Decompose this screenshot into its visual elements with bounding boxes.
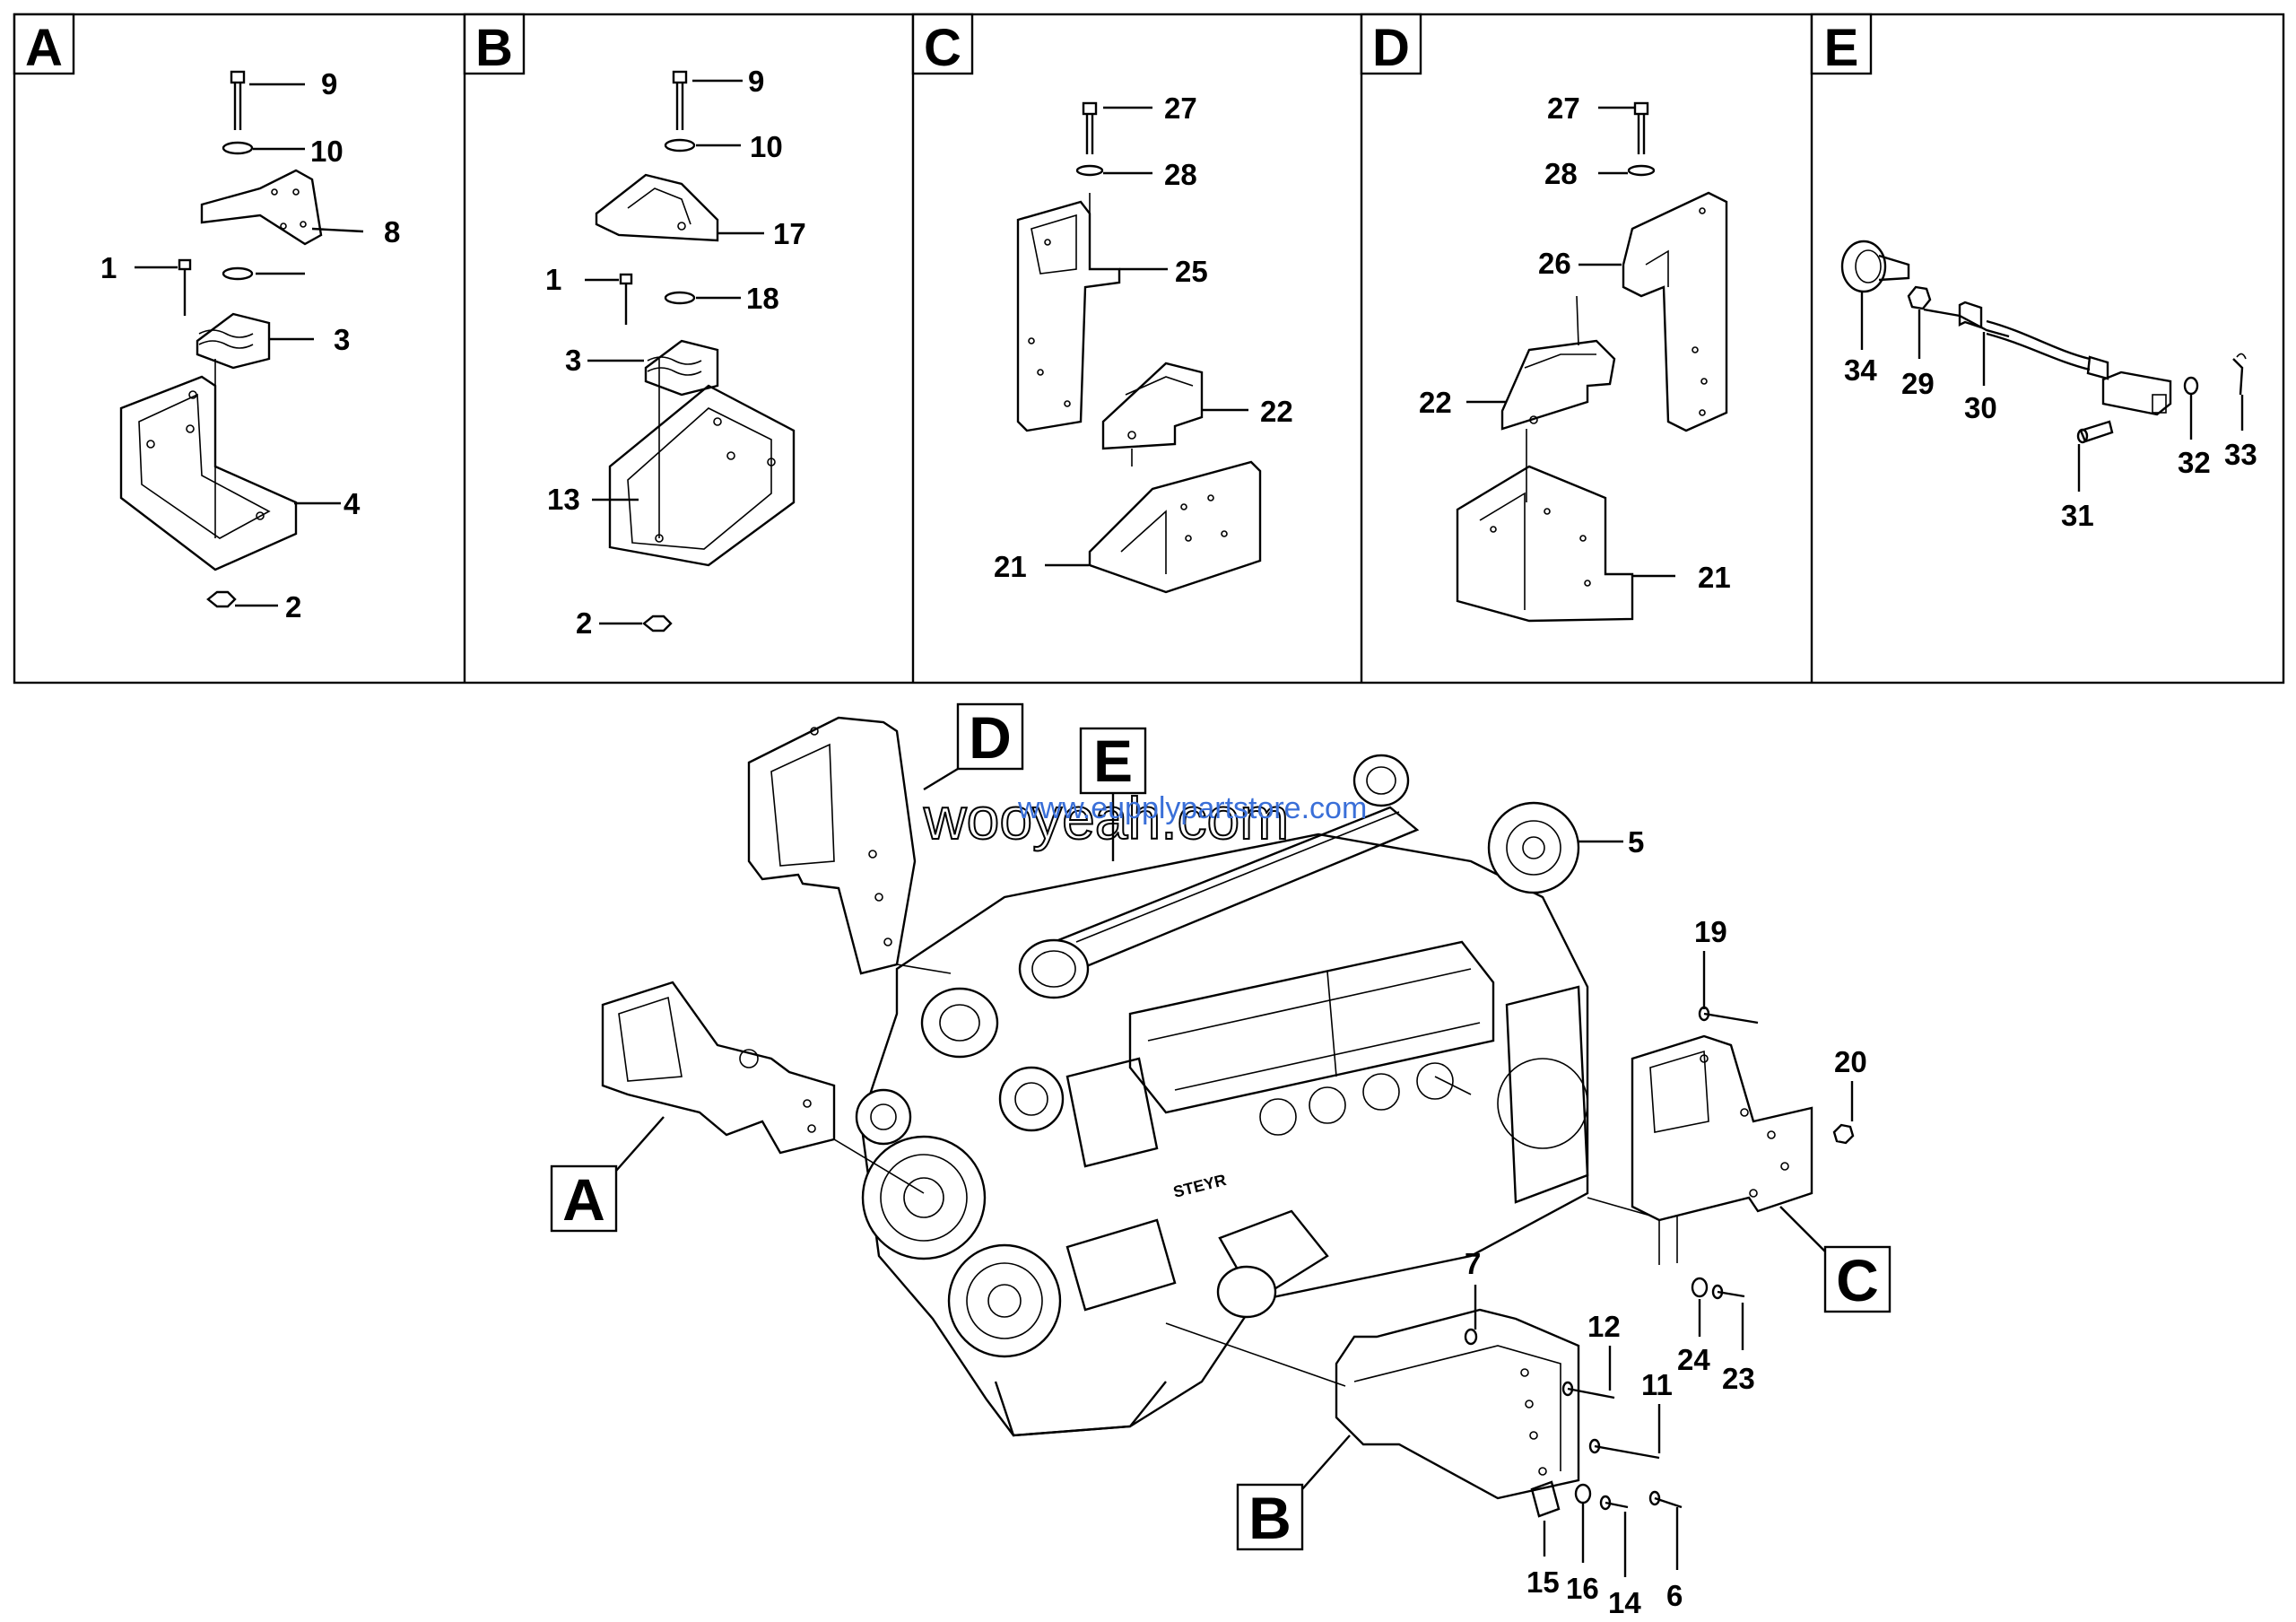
label-14: 14 — [1608, 1586, 1641, 1619]
label-10: 10 — [750, 130, 783, 163]
label-21: 21 — [1698, 561, 1731, 594]
label-25: 25 — [1175, 255, 1208, 288]
panel-frames — [13, 13, 2285, 685]
watermark: wooyeah.com www.eupplypartstore.com — [922, 784, 1367, 852]
label-24: 24 — [1677, 1343, 1710, 1376]
label-15: 15 — [1526, 1565, 1560, 1599]
label-6: 6 — [1666, 1579, 1683, 1612]
label-22: 22 — [1419, 386, 1452, 419]
label-8: 8 — [384, 215, 400, 249]
label-23: 23 — [1722, 1362, 1755, 1395]
label-20: 20 — [1834, 1045, 1867, 1078]
main-labels: 5 19 20 7 12 24 23 11 15 16 14 6 — [1465, 825, 1867, 1619]
label-22: 22 — [1260, 395, 1293, 428]
label-30: 30 — [1964, 391, 1997, 424]
panel-e: E 34 29 30 31 32 33 — [1810, 13, 2257, 532]
label-3: 3 — [565, 344, 581, 377]
label-3: 3 — [334, 323, 350, 356]
label-1: 1 — [100, 251, 117, 284]
panel-a-letter: A — [25, 19, 63, 77]
label-34: 34 — [1844, 353, 1877, 387]
label-26: 26 — [1538, 247, 1571, 280]
callout-d: D — [969, 704, 1012, 771]
label-29: 29 — [1901, 367, 1935, 400]
panel-d-letter: D — [1372, 19, 1410, 77]
panel-d: D 27 28 26 22 21 — [1360, 13, 1731, 623]
panel-c-letter: C — [924, 19, 961, 77]
label-17: 17 — [773, 217, 806, 250]
label-5: 5 — [1628, 825, 1644, 859]
watermark-url: www.eupplypartstore.com — [1017, 791, 1367, 825]
label-16: 16 — [1566, 1572, 1599, 1605]
panel-c: C 27 28 25 22 21 — [911, 13, 1293, 594]
label-18: 18 — [746, 282, 779, 315]
label-12: 12 — [1587, 1310, 1621, 1343]
label-31: 31 — [2061, 499, 2094, 532]
label-28: 28 — [1164, 158, 1197, 191]
callout-c: C — [1836, 1247, 1879, 1313]
panel-b: B 9 10 17 1 18 3 — [463, 13, 806, 640]
panel-b-letter: B — [475, 19, 513, 77]
label-2: 2 — [576, 606, 592, 640]
panel-a: A 9 10 8 1 3 — [13, 13, 400, 624]
label-21: 21 — [994, 550, 1027, 583]
callout-e: E — [1093, 728, 1133, 794]
label-11: 11 — [1641, 1368, 1673, 1401]
main-callouts: D E A C B — [550, 702, 1892, 1551]
label-4: 4 — [344, 487, 361, 520]
label-9: 9 — [748, 65, 764, 98]
engine-assembly: STEYR — [601, 716, 1855, 1518]
label-9: 9 — [321, 67, 337, 100]
label-10: 10 — [310, 135, 344, 168]
label-27: 27 — [1547, 92, 1580, 125]
label-32: 32 — [2178, 446, 2211, 479]
label-1: 1 — [545, 263, 561, 296]
label-7: 7 — [1465, 1247, 1481, 1280]
callout-b: B — [1248, 1485, 1292, 1551]
label-28: 28 — [1544, 157, 1578, 190]
label-33: 33 — [2224, 438, 2257, 471]
callout-a: A — [562, 1166, 605, 1233]
label-2: 2 — [285, 590, 301, 624]
label-27: 27 — [1164, 92, 1197, 125]
label-13: 13 — [547, 483, 580, 516]
panel-e-letter: E — [1824, 19, 1859, 77]
label-19: 19 — [1694, 915, 1727, 948]
watermark-text: wooyeah.com — [923, 785, 1289, 851]
